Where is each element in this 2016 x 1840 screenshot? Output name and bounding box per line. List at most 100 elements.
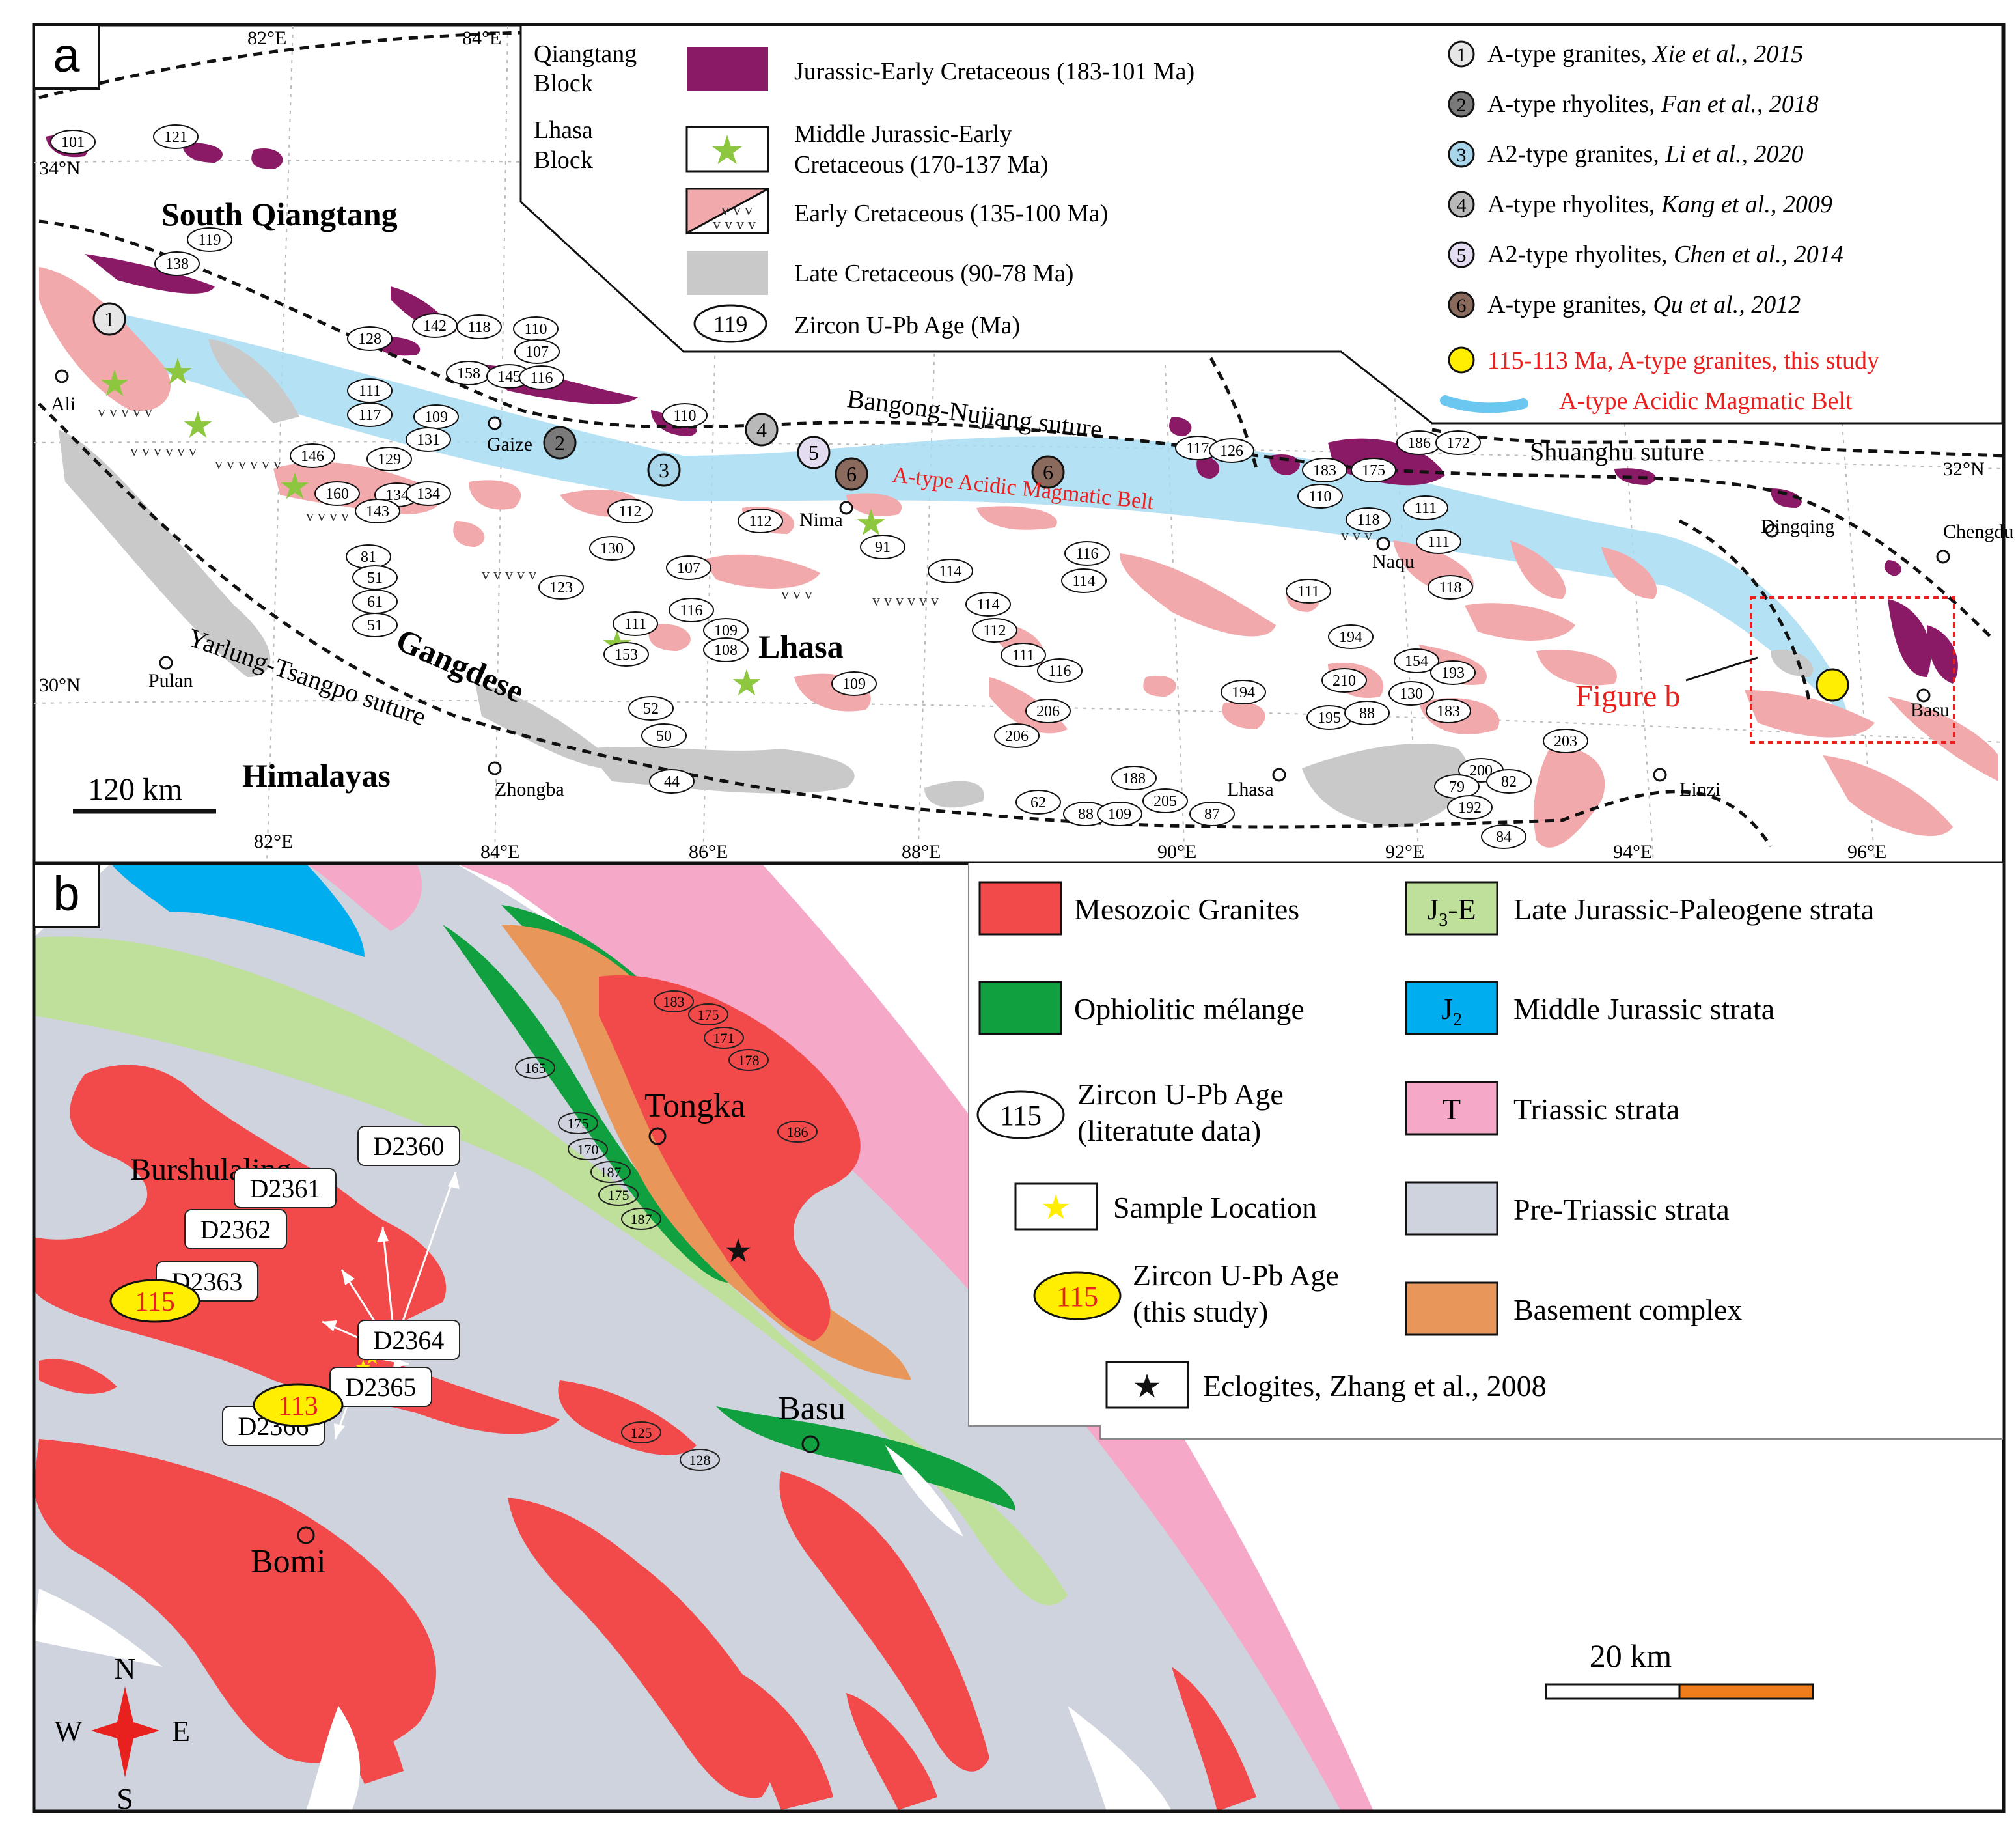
age-value: 110 [524, 321, 547, 338]
early-cret-unit [1465, 603, 1575, 641]
early-cret-unit [846, 493, 902, 516]
eastern-boundary [1678, 519, 1812, 704]
age-value: 117 [1186, 440, 1209, 457]
age-value: 111 [624, 616, 646, 633]
city-label: Nima [799, 509, 843, 531]
lon-label: 84°E [480, 841, 519, 863]
early-cret-unit [1143, 675, 1176, 697]
age-ellipse [347, 326, 393, 351]
reference-type: A-type granites, [1487, 291, 1653, 318]
late-jurassic-paleogene-strata [34, 936, 1068, 1606]
age-ellipse [666, 555, 711, 580]
middle-jurassic-strata [111, 863, 365, 957]
reference-number-circle-icon [1448, 241, 1475, 268]
eclogite-star-marker: ★ [724, 1233, 753, 1269]
this-study-legend-label: 115-113 Ma, A-type granites, this study [1487, 347, 1879, 374]
legend-label-jurassic: Jurassic-Early Cretaceous (183-101 Ma) [794, 58, 1194, 85]
this-study-location-marker [1816, 668, 1849, 702]
legend-swatch-basement [1405, 1281, 1498, 1336]
age-value: 119 [198, 232, 221, 249]
lit-age-ellipse [680, 1449, 720, 1471]
sutures [38, 31, 2004, 848]
early-cret-unit [703, 554, 820, 589]
age-ellipse [1037, 658, 1083, 683]
reference-entry: A2-type granites, Li et al., 2020 [1487, 141, 1804, 168]
legend-b: Mesozoic Granites Ophiolitic mélange 115… [976, 881, 1874, 1409]
legend-swatch-jurassic [687, 47, 768, 91]
late-cret-unit [59, 430, 271, 677]
legend-swatch-late-cret [687, 251, 768, 295]
region-label-himalayas: Himalayas [242, 757, 391, 794]
age-ellipse [1351, 458, 1396, 482]
figure-b-extent-box [1750, 596, 1955, 744]
city-marker [159, 656, 173, 670]
panel-label-a: a [53, 28, 80, 82]
map-reference-number: 1 [104, 307, 115, 331]
compass-rose: N S W E [54, 1652, 190, 1815]
granite-body [599, 975, 861, 1341]
sample-label-box [357, 1320, 460, 1360]
qiangtang-block-label: Block [534, 70, 593, 97]
age-value: 51 [367, 617, 383, 634]
age-value: 116 [1075, 546, 1098, 563]
city-marker [55, 369, 69, 383]
late-cret-unit [475, 684, 625, 770]
map-reference-circle [92, 302, 126, 336]
age-value: 84 [1496, 829, 1512, 846]
age-value: 183 [1437, 703, 1460, 720]
reference-number: 1 [1457, 44, 1467, 66]
age-value: 114 [1072, 573, 1095, 590]
map-reference-circle [1031, 455, 1065, 489]
panel-label-box-a [33, 23, 100, 90]
map-reference-circle [835, 457, 868, 491]
city-marker [1936, 550, 1950, 564]
age-value: 112 [983, 622, 1006, 639]
age-ellipse [669, 598, 714, 622]
lit-age-value: 187 [600, 1164, 622, 1180]
early-cret-unit [1222, 702, 1265, 729]
age-ellipse [50, 130, 96, 154]
age-ellipse [1543, 729, 1588, 753]
age-value: 116 [1048, 663, 1071, 680]
age-value: 51 [367, 570, 383, 587]
lon-line [1842, 423, 1875, 863]
lhasa-block-label: Block [534, 146, 593, 174]
lit-age-ellipse [704, 1027, 744, 1049]
reference-type: A2-type rhyolites, [1487, 241, 1674, 268]
age-ellipse [406, 427, 451, 452]
age-value: 186 [1407, 435, 1431, 452]
age-ellipse [1001, 643, 1046, 667]
age-ellipse [366, 447, 412, 471]
age-ellipse [589, 536, 635, 561]
age-value: 118 [1357, 512, 1379, 529]
scale-label-a: 120 km [88, 772, 182, 807]
sample-label-box [184, 1209, 287, 1249]
city-label: Lhasa [1227, 779, 1274, 800]
age-ellipse [1015, 790, 1061, 815]
early-cret-unit [1601, 547, 1657, 599]
blank-area [1068, 1706, 1172, 1811]
late-cret-unit [1302, 743, 1469, 827]
lit-age-value: 178 [738, 1052, 760, 1068]
age-value: 145 [497, 369, 521, 385]
early-cret-unit [1120, 553, 1276, 637]
bangong-nujiang-suture [38, 219, 1993, 639]
v-marks: v v v v v [482, 566, 536, 583]
lit-age-ellipse [728, 1049, 769, 1071]
place-label-bomi: Bomi [251, 1543, 326, 1580]
place-label-tongka: Tongka [644, 1087, 745, 1124]
lon-label: 86°E [689, 841, 728, 863]
jurassic-unit [1269, 454, 1300, 475]
age-value: 62 [1030, 794, 1046, 811]
legend-label-j3e: Late Jurassic-Paleogene strata [1513, 893, 1874, 926]
star-icon: ★ [709, 129, 745, 173]
age-value: 111 [1297, 583, 1319, 600]
age-ellipse [1481, 824, 1526, 849]
age-value: 118 [1439, 579, 1461, 596]
map-reference-circle [745, 413, 779, 447]
early-cret-unit [1510, 540, 1566, 599]
jurassic-unit [85, 254, 215, 294]
city-marker [488, 761, 502, 775]
reference-entry: A-type granites, Qu et al., 2012 [1487, 291, 1801, 318]
sample-arrow [399, 1171, 457, 1329]
